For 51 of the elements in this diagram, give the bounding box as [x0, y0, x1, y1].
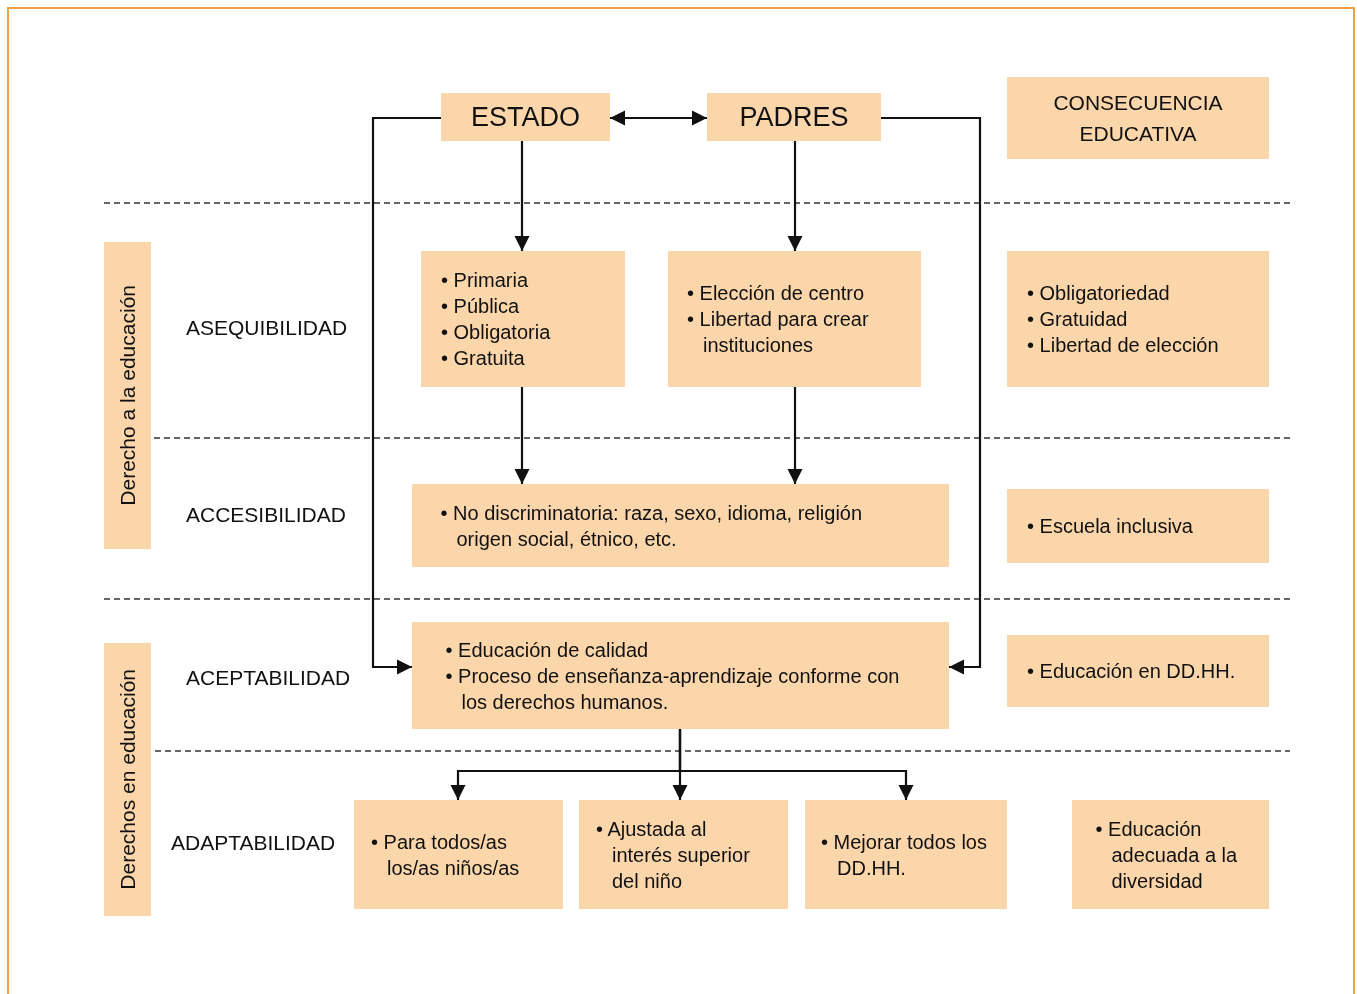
list-item: • Gratuita	[441, 346, 526, 371]
row-label: ASEQUIBILIDAD	[186, 316, 348, 340]
list-item: • Libertad para crear instituciones	[687, 307, 870, 358]
list-item: • Pública	[441, 294, 521, 319]
row-label: ADAPTABILIDAD	[171, 831, 336, 855]
category-band	[104, 643, 151, 916]
arrow	[610, 110, 707, 126]
list-item: • Para todos/as los/as niños/as	[371, 829, 521, 881]
arrow	[787, 141, 803, 251]
list-item: • Educación de calidad	[445, 637, 650, 663]
content-box	[805, 800, 1007, 909]
arrow	[881, 116, 982, 675]
list-item: • Escuela inclusiva	[1027, 514, 1194, 539]
list-item: • Proceso de enseñanza-aprendizaje conforme con los derechos humanos.	[445, 663, 901, 715]
band-title: Derecho a la educación	[115, 285, 140, 506]
content-box	[1007, 77, 1269, 159]
list-item: • Obligatoria	[441, 320, 552, 345]
arrow	[787, 387, 803, 484]
list-item: • Libertad de elección	[1027, 333, 1220, 358]
content-box	[421, 251, 625, 387]
arrow	[371, 116, 441, 675]
row-label: ACEPTABILIDAD	[186, 666, 351, 690]
row-label: ACCESIBILIDAD	[186, 503, 346, 527]
box-title: ESTADO	[471, 101, 580, 133]
content-box	[1007, 489, 1269, 563]
list-item: • Gratuidad	[1027, 307, 1129, 332]
list-item: • Mejorar todos los DD.HH.	[821, 829, 988, 881]
box-title: CONSECUENCIA EDUCATIVA	[1052, 89, 1224, 147]
actor-box	[441, 93, 610, 141]
list-item: • Obligatoriedad	[1027, 281, 1171, 306]
list-item: • Educación en DD.HH.	[1027, 659, 1237, 684]
content-box	[354, 800, 563, 909]
content-box	[1007, 635, 1269, 707]
arrow	[514, 387, 530, 484]
list-item: • No discriminatoria: raza, sexo, idioma, religión origen social, étnico, etc.	[440, 500, 864, 552]
actor-box	[707, 93, 881, 141]
band-title: Derechos en educación	[115, 669, 140, 890]
content-box	[1072, 800, 1269, 909]
content-box	[412, 622, 949, 729]
list-item: • Educación adecuada a la diversidad	[1095, 816, 1239, 894]
arrow	[678, 729, 914, 800]
content-box	[412, 484, 949, 567]
list-item: • Elección de centro	[687, 281, 866, 306]
content-box	[1007, 251, 1269, 387]
arrow	[514, 141, 530, 251]
content-box	[579, 800, 788, 909]
list-item: • Primaria	[441, 268, 529, 293]
box-title: PADRES	[739, 101, 849, 133]
content-box	[668, 251, 921, 387]
list-item: • Ajustada al interés superior del niño	[596, 816, 751, 894]
category-band	[104, 242, 151, 549]
